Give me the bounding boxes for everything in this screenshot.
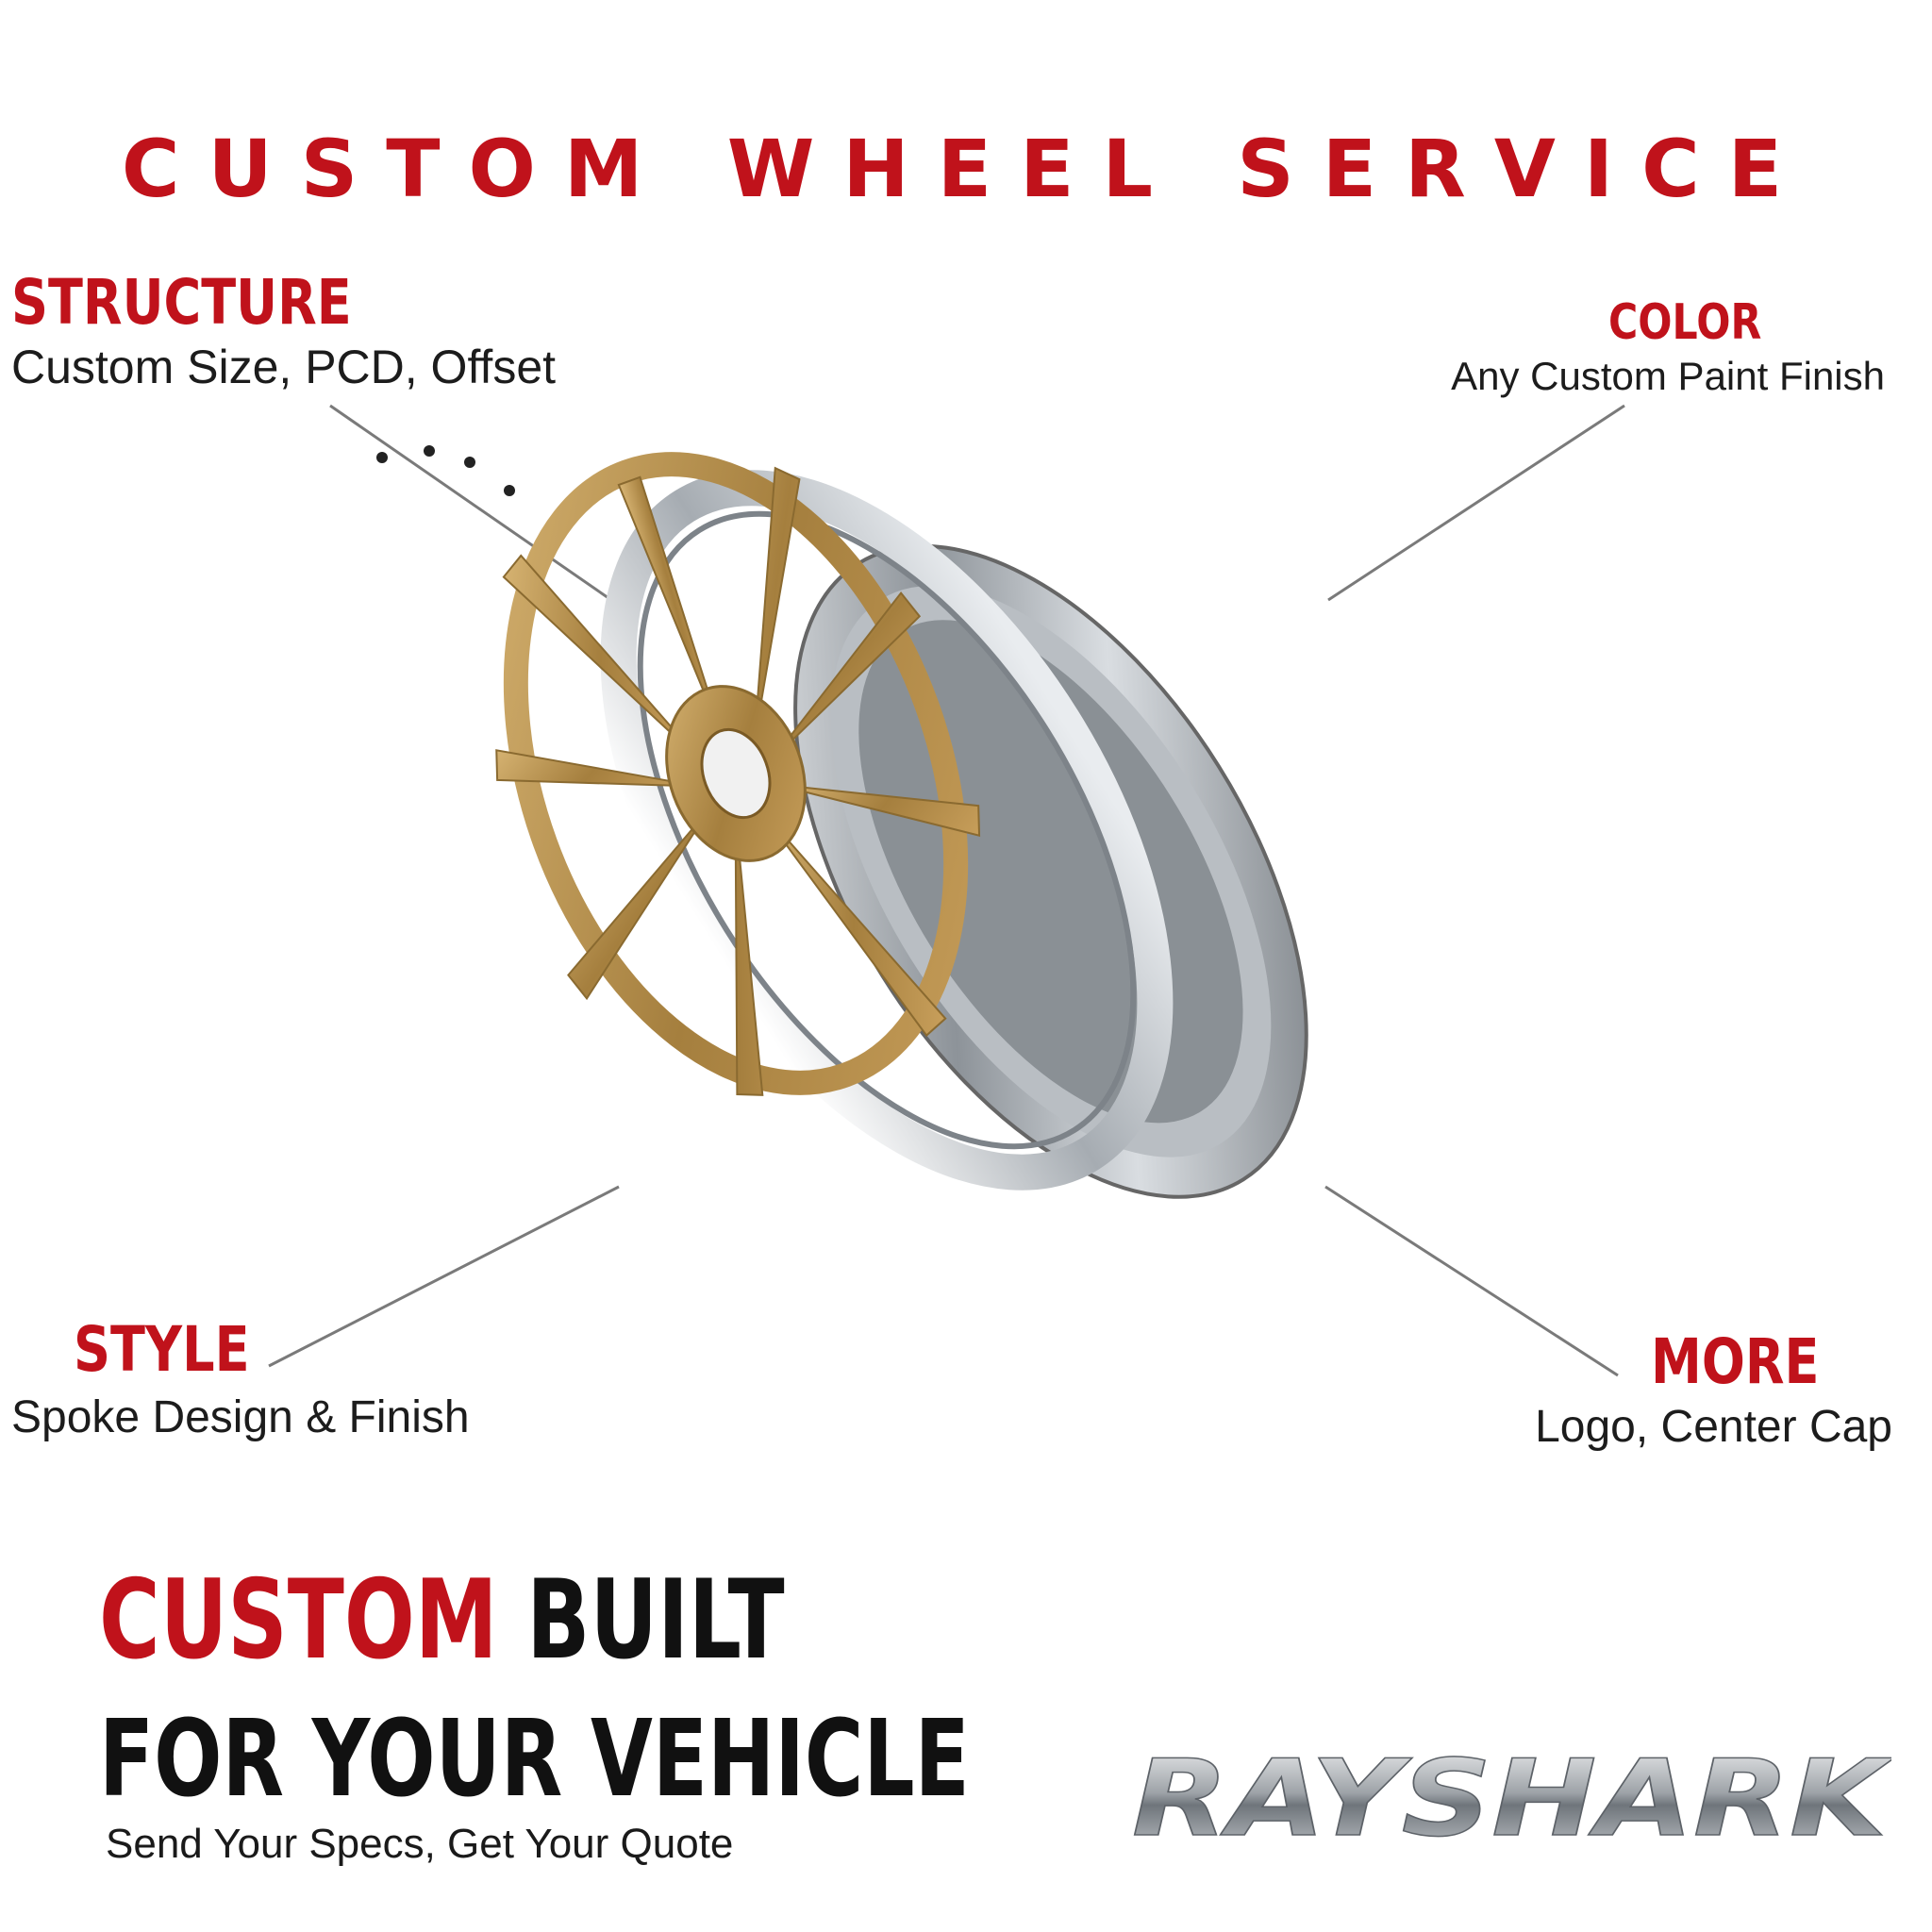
wheel-lip: [600, 470, 1174, 1191]
headline-black-word: BUILT: [497, 1557, 785, 1684]
color-heading: COLOR: [1608, 294, 1762, 351]
page-title: CUSTOM WHEEL SERVICE: [121, 123, 1811, 215]
more-heading: MORE: [1651, 1325, 1820, 1398]
headline-line-1: CUSTOM BUILT: [99, 1557, 785, 1684]
color-description: Any Custom Paint Finish: [1451, 354, 1885, 398]
brand-wordmark: RAYSHARK: [1132, 1740, 1891, 1854]
more-description: Logo, Center Cap: [1535, 1402, 1892, 1452]
headline-red-word: CUSTOM: [99, 1557, 498, 1684]
structure-description: Custom Size, PCD, Offset: [11, 341, 557, 393]
brand-logo: RAYSHARK: [1131, 1740, 1891, 1854]
wheel-illustration: [376, 445, 1308, 1199]
style-description: Spoke Design & Finish: [11, 1392, 470, 1442]
headline-line-2: FOR YOUR VEHICLE: [99, 1698, 970, 1821]
structure-heading: STRUCTURE: [11, 266, 352, 339]
bolt-ring: [376, 445, 515, 496]
tagline: Send Your Specs, Get Your Quote: [106, 1821, 734, 1867]
style-heading: STYLE: [74, 1313, 250, 1386]
wheel-face: [495, 452, 981, 1096]
